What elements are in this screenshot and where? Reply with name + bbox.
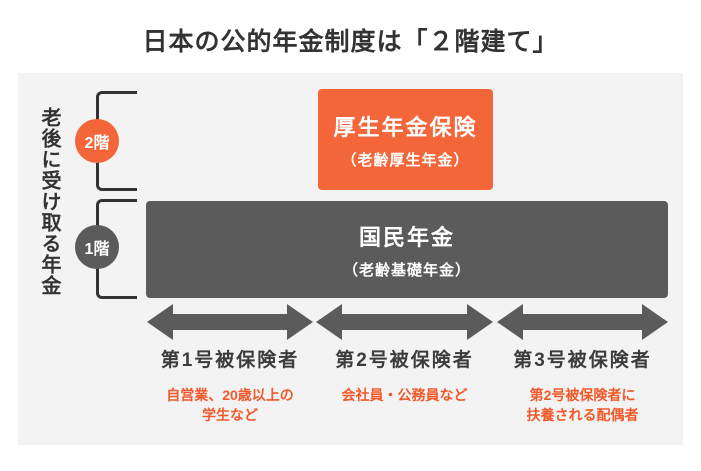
kokumin-nenkin-subtitle: （老齢基礎年金）: [342, 261, 471, 279]
arrow-right-head-icon: [642, 304, 668, 340]
kokumin-nenkin-title: 国民年金: [358, 224, 455, 250]
side-vertical-label: 老後に受け取る年金: [38, 107, 60, 296]
category-1-label: 第1号被保険者: [160, 350, 300, 371]
double-arrow-category-3: [497, 304, 668, 340]
arrow-shaft: [342, 314, 467, 330]
floor-1-badge: 1階: [75, 225, 119, 269]
arrow-shaft: [523, 314, 642, 330]
floor-2-badge: 2階: [75, 119, 119, 163]
arrow-left-head-icon: [497, 304, 523, 340]
arrow-right-head-icon: [287, 304, 313, 340]
page-title: 日本の公的年金制度は「２階建て」: [142, 28, 559, 56]
category-2-description: 会社員・公務員など: [341, 387, 468, 403]
kosei-nenkin-subtitle: （老齢厚生年金）: [341, 151, 470, 169]
diagram-panel: 老後に受け取る年金 2階 1階 厚生年金保険 （老齢厚生年金） 国民年金 （老齢…: [18, 73, 683, 445]
category-1-description: 自営業、20歳以上の 学生など: [166, 387, 294, 424]
kosei-nenkin-box: 厚生年金保険 （老齢厚生年金）: [318, 89, 493, 190]
category-2-label: 第2号被保険者: [335, 350, 474, 371]
arrow-left-head-icon: [147, 304, 173, 340]
arrow-right-head-icon: [467, 304, 493, 340]
double-arrow-category-2: [316, 304, 493, 340]
kosei-nenkin-title: 厚生年金保険: [333, 114, 478, 140]
category-3-label: 第3号被保険者: [513, 350, 652, 371]
arrow-left-head-icon: [316, 304, 342, 340]
arrow-shaft: [173, 314, 287, 330]
kokumin-nenkin-box: 国民年金 （老齢基礎年金）: [146, 201, 668, 298]
double-arrow-category-1: [147, 304, 313, 340]
category-3-description: 第2号被保険者に 扶養される配偶者: [526, 387, 639, 424]
